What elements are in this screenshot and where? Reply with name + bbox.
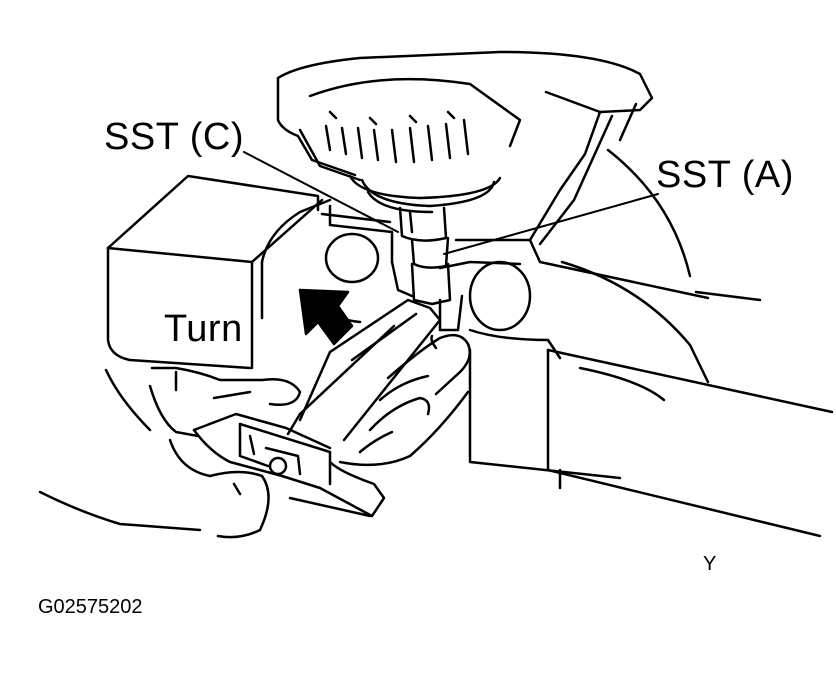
turn-label: Turn	[164, 308, 243, 350]
sst-c-label: SST (C)	[104, 116, 245, 158]
leader-lines	[243, 151, 659, 255]
right-block	[454, 238, 834, 538]
socket-sst-a	[390, 236, 464, 332]
figure-code: G02575202	[38, 596, 143, 618]
sst-a-label: SST (A)	[656, 154, 794, 196]
leader-sst-c	[243, 151, 399, 233]
t-handle	[192, 412, 386, 518]
turn-arrow	[298, 288, 354, 346]
leader-sst-a	[443, 193, 659, 255]
corner-mark: Y	[703, 553, 717, 575]
engine-background	[560, 148, 762, 402]
impact-wrench	[276, 50, 654, 246]
center-housing	[260, 198, 562, 360]
hands	[38, 333, 471, 539]
